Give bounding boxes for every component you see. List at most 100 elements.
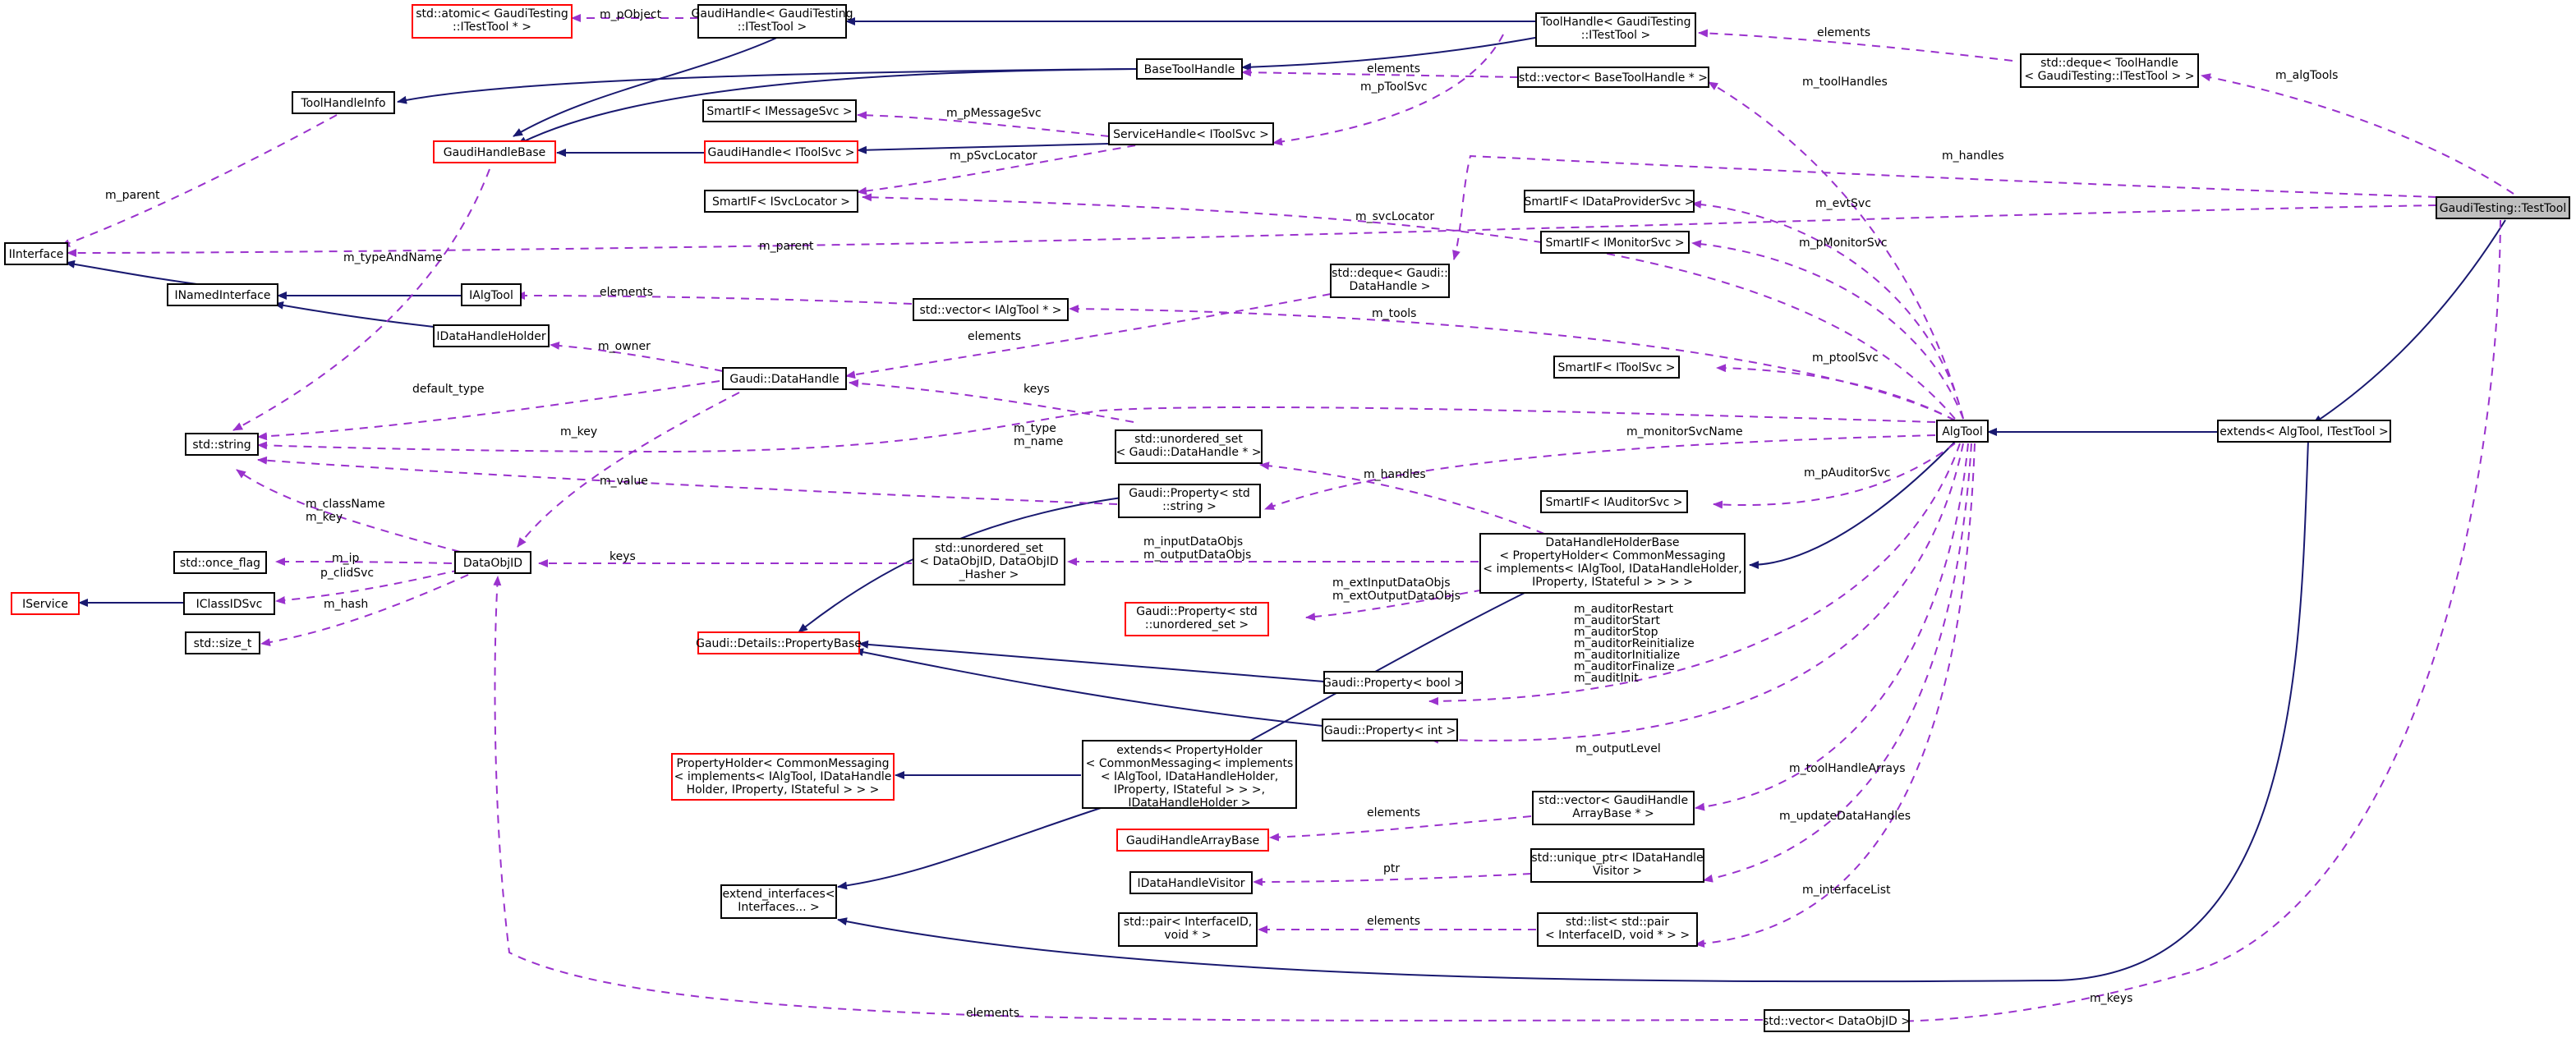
node-iinterface[interactable]: IInterface [4,242,68,265]
svg-text:IDataHandleVisitor: IDataHandleVisitor [1137,877,1244,890]
node-ialgtool[interactable]: IAlgTool [461,283,522,306]
label-keys-dataobjid: keys [610,550,636,563]
node-iservice[interactable]: IService [11,592,80,615]
node-std-atomic-itesttool[interactable]: std::atomic< GaudiTesting::ITestTool * > [412,4,573,39]
edge-m-handles-top [1452,154,2437,260]
label-m-pauditorsvc: m_pAuditorSvc [1804,466,1890,480]
node-basetoolhandle[interactable]: BaseToolHandle [1136,58,1243,80]
edge-m-interfacelist [1695,443,1976,948]
node-std-pair-interfaceid[interactable]: std::pair< InterfaceID,void * > [1118,912,1258,947]
svg-text:BaseToolHandle: BaseToolHandle [1144,63,1235,76]
node-dataobjid[interactable]: DataObjID [454,551,531,574]
node-std-vector-dataobjid[interactable]: std::vector< DataObjID > [1763,1009,1911,1032]
svg-text:ServiceHandle< IToolSvc >: ServiceHandle< IToolSvc > [1113,128,1269,141]
node-gaudihandle-itesttool[interactable]: GaudiHandle< GaudiTesting::ITestTool > [692,4,853,39]
node-inamedinterface[interactable]: INamedInterface [167,283,278,306]
node-idatahandlevisitor[interactable]: IDataHandleVisitor [1129,871,1253,894]
label-ptr: ptr [1383,862,1400,875]
edge-m-owner [550,341,724,372]
node-servicehandle-itoolsvc[interactable]: ServiceHandle< IToolSvc > [1108,122,1274,145]
edge-p-clidsvc [275,569,461,604]
svg-text:Gaudi::Property< std::string >: Gaudi::Property< std::string > [1129,487,1250,513]
node-toolhandleinfo[interactable]: ToolHandleInfo [292,91,395,114]
svg-text:std::unique_ptr< IDataHandleVi: std::unique_ptr< IDataHandleVisitor > [1531,852,1703,878]
edge-m-auditors [1428,443,1961,705]
label-elements-ialgtool: elements [600,286,653,299]
edge-elements-dataobjid [493,576,1764,1022]
node-gaudihandle-itoolsvc[interactable]: GaudiHandle< IToolSvc > [704,140,858,163]
node-std-deque-toolhandle[interactable]: std::deque< ToolHandle< GaudiTesting::IT… [2020,53,2199,88]
node-smartif-iauditorsvc[interactable]: SmartIF< IAuditorSvc > [1540,490,1688,513]
node-gaudihandlearraybase[interactable]: GaudiHandleArrayBase [1116,829,1269,852]
label-m-handles-top: m_handles [1942,149,2004,163]
node-std-vector-ialgtool[interactable]: std::vector< IAlgTool * > [913,298,1069,321]
label-elements-pair: elements [1367,915,1420,928]
node-gaudihandlebase[interactable]: GaudiHandleBase [433,140,556,163]
node-std-deque-datahandle[interactable]: std::deque< Gaudi::DataHandle > [1330,264,1450,298]
label-elements-dh: elements [968,330,1021,343]
label-m-value: m_value [600,475,648,488]
svg-text:AlgTool: AlgTool [1942,425,1983,438]
node-toolhandle-itesttool[interactable]: ToolHandle< GaudiTesting::ITestTool > [1535,12,1696,47]
edge-m-keys [1880,219,2501,1026]
label-m-pobject: m_pObject [600,8,662,21]
edge-m-monitorsvcname [1264,434,1936,510]
node-extends-algtool-itesttool[interactable]: extends< AlgTool, ITestTool > [2217,420,2391,443]
edge-m-parent-testtool [67,204,2437,257]
node-std-vector-basetoolhandle[interactable]: std::vector< BaseToolHandle * > [1517,67,1709,88]
node-smartif-imonitorsvc[interactable]: SmartIF< IMonitorSvc > [1540,231,1690,254]
edge-servicehandle-to-gaudihandle-itoolsvc [857,143,1110,154]
node-gauditesting-testtool[interactable]: GaudiTesting::TestTool [2436,196,2570,219]
edge-m-type-name [257,406,1936,453]
node-propertyholder-commonmessaging[interactable]: PropertyHolder< CommonMessaging< impleme… [671,753,895,801]
svg-text:IAlgTool: IAlgTool [469,289,513,302]
edge-m-psvclocator [857,142,1151,195]
svg-text:IDataHandleHolder: IDataHandleHolder [436,330,545,343]
edge-elements-basetoolhandle [1241,68,1519,78]
node-algtool[interactable]: AlgTool [1936,420,1989,443]
node-std-size-t[interactable]: std::size_t [185,631,260,654]
node-smartif-isvclocator[interactable]: SmartIF< ISvcLocator > [704,190,858,213]
edge-idhh-to-inamed [274,301,435,328]
node-std-unordered-set-datahandle[interactable]: std::unordered_set< Gaudi::DataHandle * … [1115,429,1263,464]
edge-elements-gha [1269,815,1532,842]
node-iclassidsvc[interactable]: IClassIDSvc [183,592,275,615]
node-gaudi-details-propertybase[interactable]: Gaudi::Details::PropertyBase [696,631,862,654]
node-extends-propertyholder[interactable]: extends< PropertyHolder< CommonMessaging… [1082,740,1297,810]
svg-text:std::once_flag: std::once_flag [180,557,260,570]
svg-text:extends< AlgTool, ITestTool >: extends< AlgTool, ITestTool > [2220,425,2389,438]
node-std-list-pair[interactable]: std::list< std::pair< InterfaceID, void … [1537,912,1698,947]
svg-text:std::vector< IAlgTool * >: std::vector< IAlgTool * > [920,304,1062,317]
node-smartif-imessagesvc[interactable]: SmartIF< IMessageSvc > [702,99,857,122]
label-m-outputlevel: m_outputLevel [1576,742,1661,755]
label-m-updatedatahandles: m_updateDataHandles [1779,810,1911,823]
node-gaudi-property-string[interactable]: Gaudi::Property< std::string > [1118,484,1261,518]
label-m-svclocator: m_svcLocator [1355,210,1434,223]
node-smartif-itoolsvc[interactable]: SmartIF< IToolSvc > [1553,356,1680,379]
svg-text:DataObjID: DataObjID [463,557,522,570]
node-extend-interfaces[interactable]: extend_interfaces<Interfaces... > [720,884,837,919]
label-elements-gha: elements [1367,806,1420,820]
label-m-hash: m_hash [324,598,368,611]
node-gaudi-property-int[interactable]: Gaudi::Property< int > [1322,719,1458,741]
node-std-once-flag[interactable]: std::once_flag [173,551,267,574]
svg-text:INamedInterface: INamedInterface [175,289,271,302]
svg-text:SmartIF< ISvcLocator >: SmartIF< ISvcLocator > [712,195,850,209]
edge-m-outputlevel [1428,443,1964,744]
svg-text:SmartIF< IDataProviderSvc >: SmartIF< IDataProviderSvc > [1525,195,1695,209]
node-smartif-idataprovidersvc[interactable]: SmartIF< IDataProviderSvc > [1524,190,1695,213]
node-std-unordered-set-dataobjid[interactable]: std::unordered_set< DataObjID, DataObjID… [913,538,1065,585]
edge-m-key [517,392,740,548]
node-idatahandleholder[interactable]: IDataHandleHolder [433,324,550,347]
node-gaudi-property-bool[interactable]: Gaudi::Property< bool > [1322,671,1464,694]
node-gaudi-property-unordered-set[interactable]: Gaudi::Property< std::unordered_set > [1125,602,1269,636]
node-gaudi-datahandle[interactable]: Gaudi::DataHandle [722,367,847,390]
node-std-string[interactable]: std::string [185,433,259,456]
edge-m-ptoolsvc-alg [1716,364,1956,421]
node-datahandleholderbase[interactable]: DataHandleHolderBase< PropertyHolder< Co… [1479,533,1746,594]
label-m-ip: m_ip [332,552,360,565]
